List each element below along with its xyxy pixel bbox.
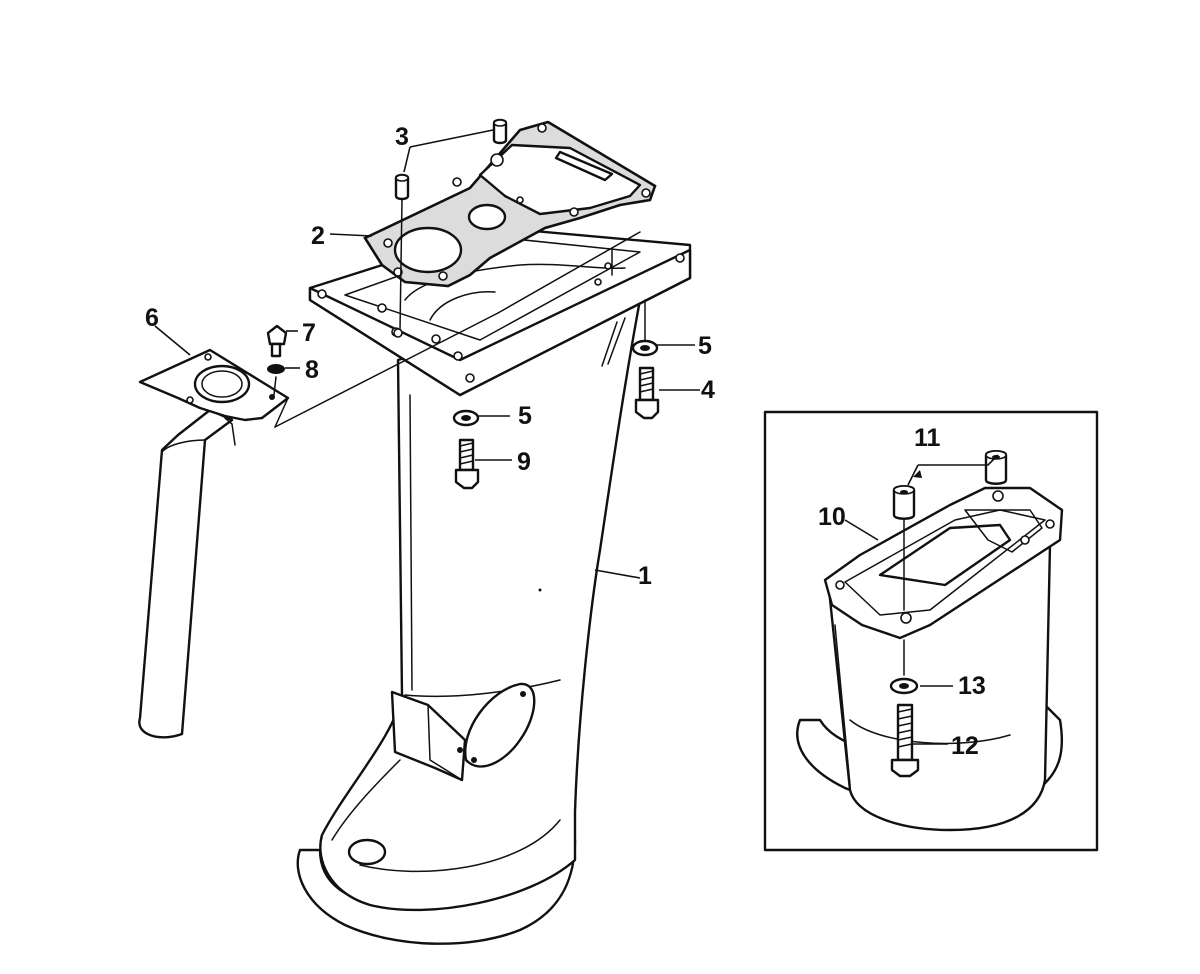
callout-9: 9	[517, 448, 531, 476]
callout-8: 8	[305, 356, 319, 384]
water-tube-seal-plate	[138, 231, 641, 739]
callout-5-lower: 5	[518, 402, 532, 430]
callout-6: 6	[145, 304, 159, 332]
gasket	[363, 120, 657, 288]
callout-3: 3	[395, 123, 409, 151]
leader-lines	[154, 129, 700, 579]
callout-4: 4	[701, 376, 715, 404]
callout-13: 13	[958, 672, 986, 700]
inset-panel	[763, 410, 1099, 852]
callout-5-upper: 5	[698, 332, 712, 360]
screw-and-lockwasher	[266, 324, 288, 396]
callout-7: 7	[302, 319, 316, 347]
callout-10: 10	[818, 503, 846, 531]
callout-2: 2	[311, 222, 325, 250]
dowel-pins	[393, 118, 613, 338]
callout-1: 1	[638, 562, 652, 590]
washers-and-screws	[452, 299, 660, 490]
driveshaft-housing	[296, 226, 692, 945]
callout-12: 12	[951, 732, 979, 760]
callout-11: 11	[914, 424, 941, 452]
